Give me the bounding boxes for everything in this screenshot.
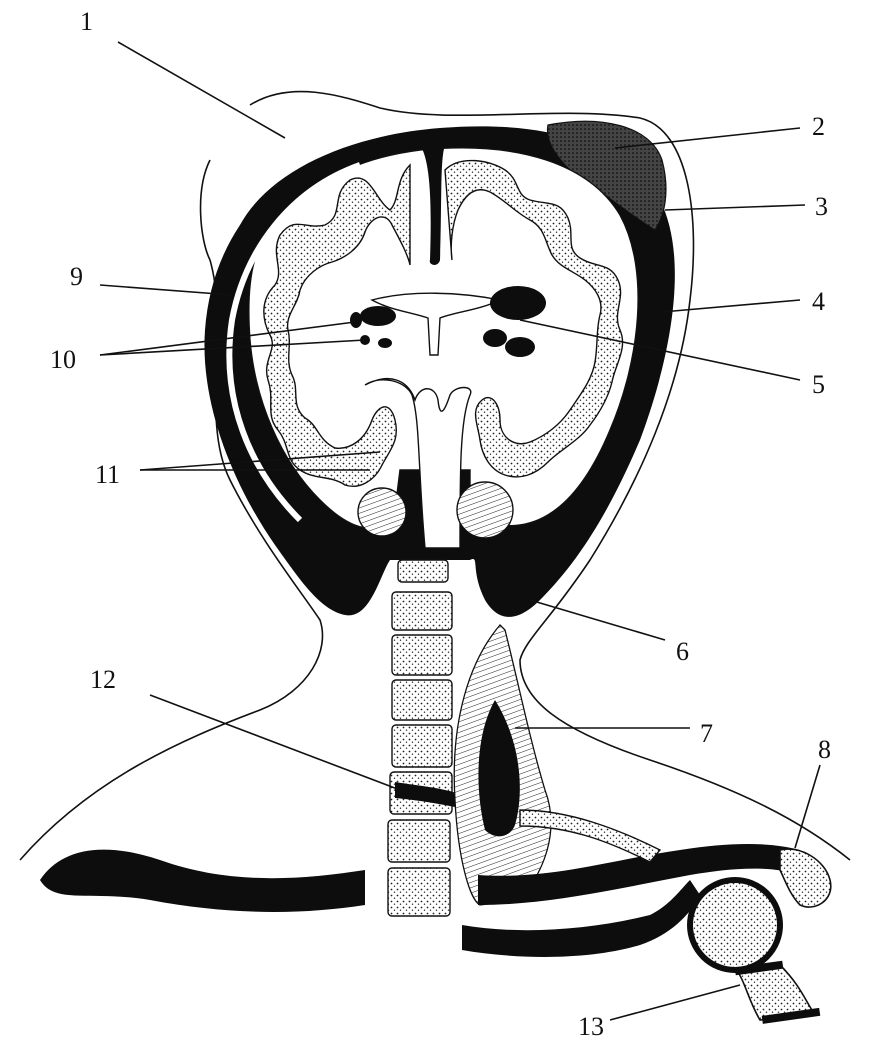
label-4: 4 [812,287,825,316]
label-11: 11 [95,460,120,489]
label-2: 2 [812,112,825,141]
cerebellum-right [457,482,513,538]
basal-ganglia-blob-1 [360,306,396,326]
basal-ganglia-blob-2 [350,312,362,328]
label-1: 1 [80,7,93,36]
label-5: 5 [812,370,825,399]
bulb-top [690,880,780,970]
lateral-ventricle-right [490,286,546,320]
label-8: 8 [818,735,831,764]
label-12: 12 [90,665,116,694]
label-10: 10 [50,345,76,374]
right-blob-2 [505,337,535,357]
right-blob-1 [483,329,507,347]
cervical-spine [388,560,452,916]
label-3: 3 [815,192,828,221]
label-13: 13 [578,1012,604,1041]
label-7: 7 [700,719,713,748]
label-6: 6 [676,637,689,666]
basal-ganglia-blob-3 [378,338,392,348]
cerebellum-left [358,488,406,536]
tube-end [780,849,831,907]
label-9: 9 [70,262,83,291]
left-clavicle [40,850,365,912]
